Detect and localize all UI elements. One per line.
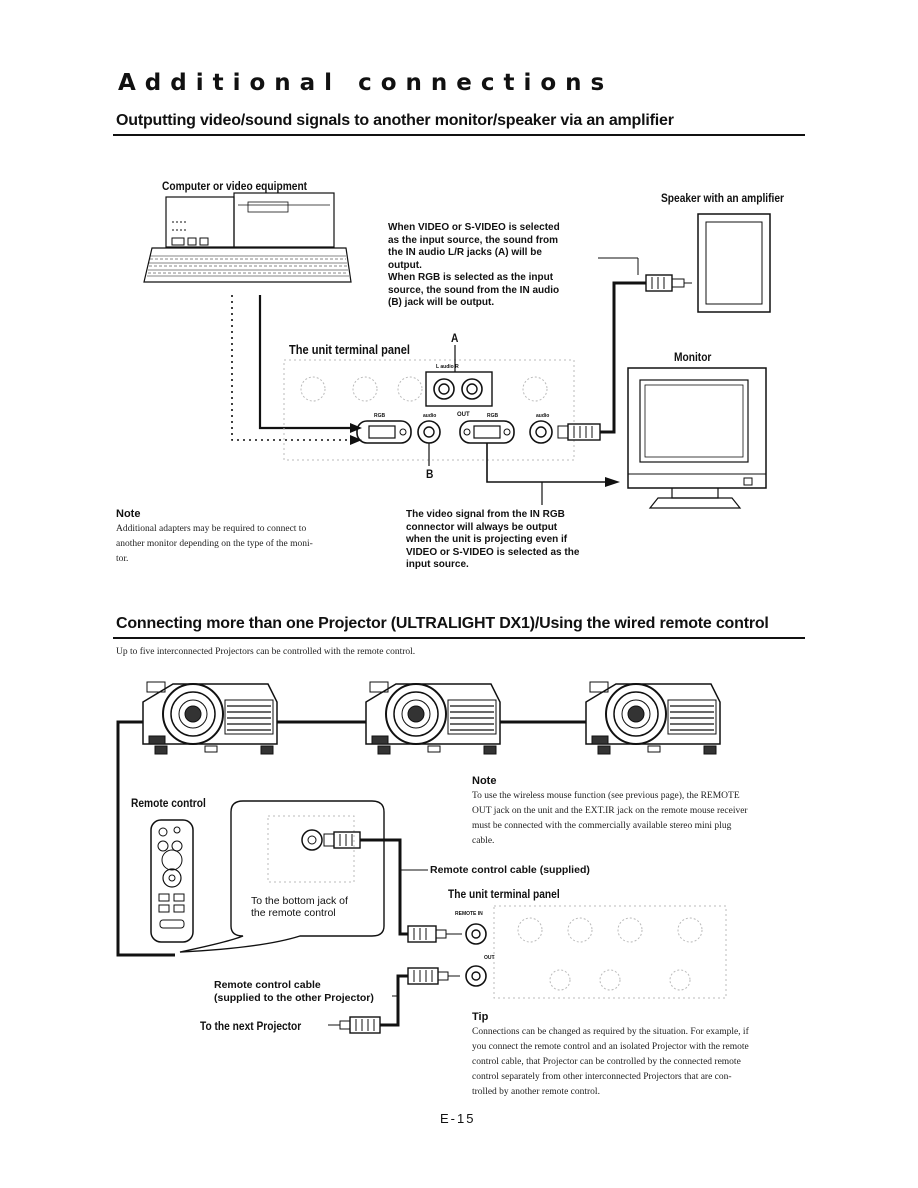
cable-other-label: Remote control cable (supplied to the ot… — [214, 979, 374, 1005]
computer-label: Computer or video equipment — [162, 179, 308, 193]
note2-heading: Note — [472, 775, 497, 787]
tip-line: control cable, that Projector can be con… — [472, 1057, 741, 1067]
video-line: input source. — [406, 559, 469, 570]
tip-line: Connections can be changed as required b… — [472, 1027, 749, 1037]
video-line: connector will always be output — [406, 521, 558, 533]
callout-line: When VIDEO or S-VIDEO is selected — [388, 222, 560, 233]
section2-heading: Connecting more than one Projector (ULTR… — [116, 615, 769, 632]
page-title: Additional connections — [118, 70, 614, 96]
section1-rule — [113, 134, 805, 136]
note1-heading: Note — [116, 508, 141, 520]
port-label-audio-in: audio — [423, 413, 437, 419]
terminal-panel-2-label: The unit terminal panel — [448, 887, 560, 901]
audio-source-callout: When VIDEO or S-VIDEO is selected as the… — [388, 222, 560, 310]
callout-line: the IN audio L/R jacks (A) will be — [388, 247, 542, 258]
speaker-label: Speaker with an amplifier — [661, 191, 785, 205]
callout-line: output. — [388, 259, 422, 271]
computer-illustration — [143, 192, 352, 283]
remote-control-label: Remote control — [131, 796, 206, 810]
projector-3-illustration — [585, 681, 721, 755]
port-label-rgb-out: RGB — [487, 413, 499, 419]
note2-text: To use the wireless mouse function (see … — [472, 789, 748, 849]
port-label-rgb-in: RGB — [374, 413, 386, 419]
tip-text: Connections can be changed as required b… — [472, 1025, 749, 1100]
projector-2-illustration — [365, 681, 501, 755]
tip-line: control separately from other interconne… — [472, 1072, 732, 1082]
speaker-illustration — [697, 213, 771, 313]
note-line: To use the wireless mouse function (see … — [472, 791, 740, 801]
jack-a-label: A — [451, 331, 459, 345]
section2-rule — [113, 637, 805, 639]
note1-text: Additional adapters may be required to c… — [116, 522, 313, 567]
remote-in-label: REMOTE IN — [455, 911, 483, 917]
tip-line: trolled by another remote control. — [472, 1087, 600, 1097]
note-line: OUT jack on the unit and the EXT.IR jack… — [472, 806, 748, 816]
callout-line: as the input source, the sound from — [388, 234, 559, 246]
port-label-out: OUT — [457, 412, 470, 418]
cable-other-line: Remote control cable — [214, 979, 321, 991]
projector-1-illustration — [142, 681, 278, 755]
section2-intro: Up to five interconnected Projectors can… — [116, 647, 416, 657]
video-signal-callout: The video signal from the IN RGB connect… — [406, 509, 579, 572]
video-line: VIDEO or S-VIDEO is selected as the — [406, 546, 580, 558]
note-line: cable. — [472, 836, 495, 846]
monitor-illustration — [627, 367, 767, 509]
inset-bubble — [179, 800, 385, 953]
next-projector-label: To the next Projector — [200, 1019, 302, 1033]
callout-line: (B) jack will be output. — [388, 297, 495, 308]
callout-line: When RGB is selected as the input — [388, 272, 554, 283]
bottom-jack-label: To the bottom jack of the remote control — [251, 895, 348, 919]
terminal-panel-illustration — [283, 345, 575, 466]
monitor-label: Monitor — [674, 350, 712, 364]
tip-line: you connect the remote control and an is… — [472, 1042, 749, 1052]
remote-out-label: OUT — [484, 955, 495, 961]
page-number: E-15 — [440, 1111, 476, 1126]
video-line: when the unit is projecting even if — [406, 534, 568, 545]
note-line: Additional adapters may be required to c… — [116, 524, 307, 534]
audio-cable — [557, 257, 692, 441]
remote-control-illustration — [150, 819, 194, 943]
cable-other-line: (supplied to the other Projector) — [214, 992, 374, 1004]
cable-supplied-label: Remote control cable (supplied) — [430, 864, 590, 876]
jack-b-label: B — [426, 467, 434, 481]
bottom-jack-line: To the bottom jack of — [251, 895, 348, 907]
tip-heading: Tip — [472, 1011, 489, 1023]
port-label-lr: L audio R — [436, 364, 459, 370]
bottom-jack-line: the remote control — [251, 907, 336, 919]
callout-line: source, the sound from the IN audio — [388, 284, 560, 296]
port-label-audio-out: audio — [536, 413, 550, 419]
note-line: tor. — [116, 554, 129, 564]
note-line: must be connected with the commercially … — [472, 821, 732, 831]
note-line: another monitor depending on the type of… — [116, 539, 313, 549]
terminal-panel-label: The unit terminal panel — [289, 342, 410, 357]
video-line: The video signal from the IN RGB — [406, 509, 565, 520]
section1-heading: Outputting video/sound signals to anothe… — [116, 112, 674, 129]
